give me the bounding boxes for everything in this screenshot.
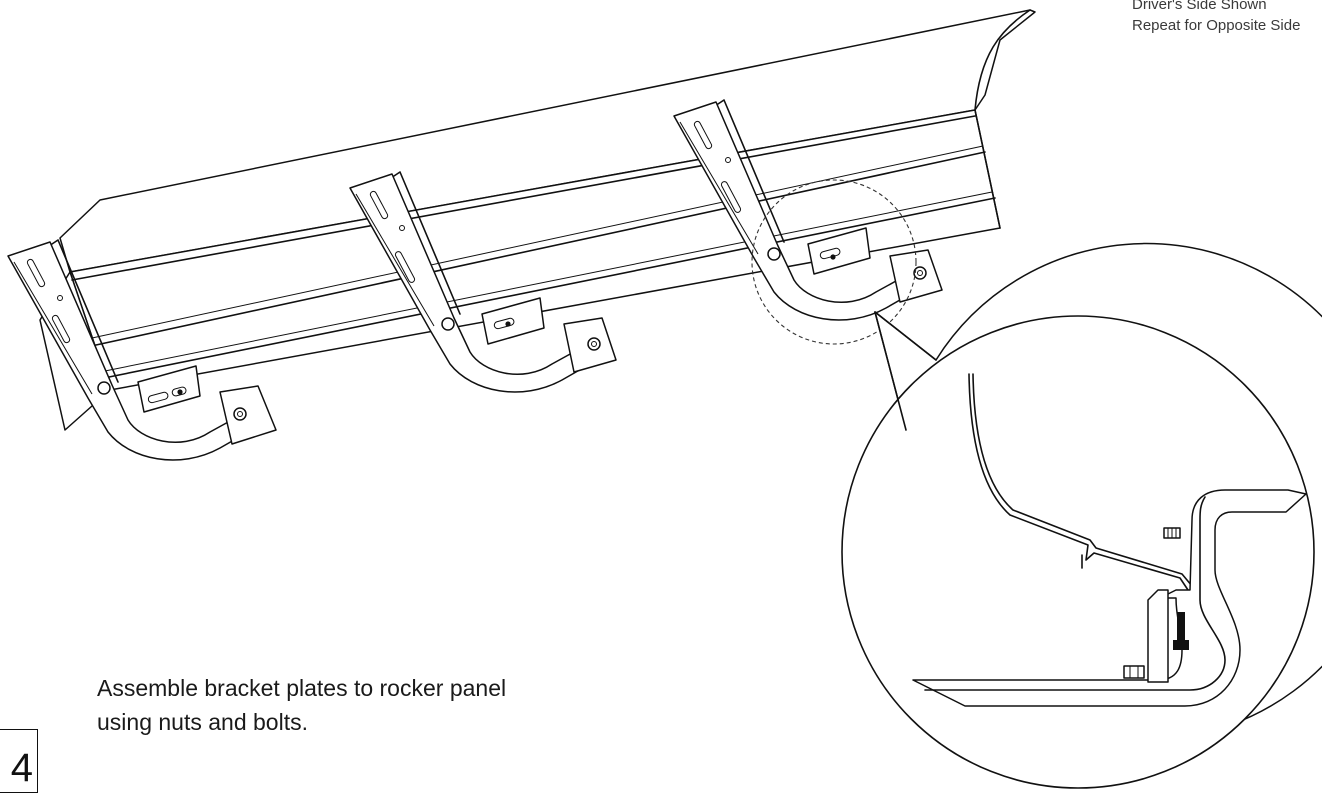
detail-callout-icon — [841, 242, 1322, 789]
detail-circle — [751, 179, 917, 345]
instruction-line2: using nuts and bolts. — [97, 709, 308, 735]
bracket-icon — [7, 239, 277, 461]
bracket-icon — [349, 171, 617, 393]
step-number-box: 4 — [0, 729, 38, 793]
orientation-note-line2: Repeat for Opposite Side — [1132, 17, 1301, 34]
bolt-icon — [1173, 612, 1189, 650]
orientation-note: Driver's Side Shown Repeat for Opposite … — [1132, 0, 1322, 36]
instruction-line1: Assemble bracket plates to rocker panel — [97, 675, 507, 701]
running-board — [39, 9, 1036, 431]
nut-icon — [1163, 527, 1181, 539]
instruction-text: Assemble bracket plates to rocker panel … — [97, 671, 506, 739]
bracket-icon — [673, 99, 943, 321]
step-number: 4 — [10, 746, 33, 790]
orientation-note-line1: Driver's Side Shown — [1132, 0, 1267, 13]
